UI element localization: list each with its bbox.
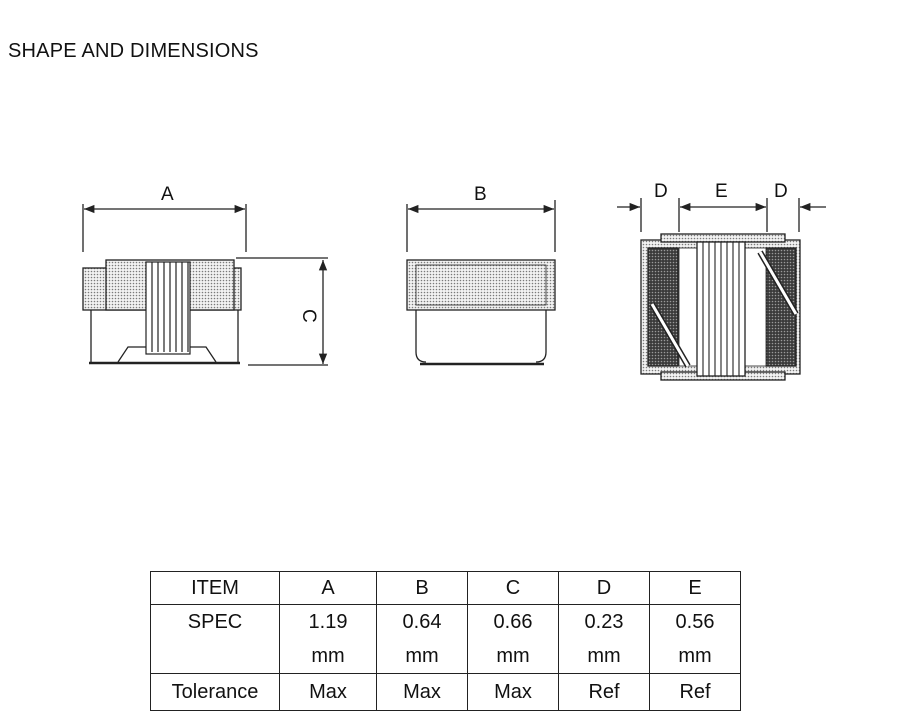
label-a: A: [161, 184, 174, 205]
row-label: Tolerance: [150, 673, 280, 711]
spec-cell: 1.19 mm: [279, 604, 377, 674]
label-b: B: [474, 184, 487, 205]
label-d-right: D: [774, 181, 788, 202]
label-e: E: [715, 181, 728, 202]
spec-value: 0.56: [675, 611, 715, 633]
spec-unit: mm: [311, 645, 345, 667]
row-label: SPEC: [150, 604, 280, 674]
table-header-row: ITEM A B C D E: [150, 571, 741, 605]
spec-value: 1.19: [308, 611, 348, 633]
spec-value: 0.64: [402, 611, 442, 633]
table-row-tolerance: Tolerance Max Max Max Ref Ref: [150, 673, 741, 711]
header-cell: A: [279, 571, 377, 605]
dimensions-table: ITEM A B C D E SPEC 1.19 mm 0.64 mm 0.66 mm…: [150, 571, 741, 711]
header-cell: E: [649, 571, 741, 605]
side-view: [406, 200, 556, 366]
header-cell: ITEM: [150, 571, 280, 605]
page-title: SHAPE AND DIMENSIONS: [8, 40, 259, 62]
spec-unit: mm: [405, 645, 439, 667]
spec-value: 0.66: [493, 611, 533, 633]
spec-cell: 0.56 mm: [649, 604, 741, 674]
tolerance-cell: Max: [279, 673, 377, 711]
tolerance-cell: Max: [376, 673, 468, 711]
tolerance-cell: Ref: [649, 673, 741, 711]
spec-cell: 0.23 mm: [558, 604, 650, 674]
spec-unit: mm: [678, 645, 712, 667]
header-cell: B: [376, 571, 468, 605]
label-d-left: D: [654, 181, 668, 202]
header-cell: C: [467, 571, 559, 605]
tolerance-cell: Ref: [558, 673, 650, 711]
front-view: [82, 204, 328, 366]
label-c: C: [298, 309, 319, 323]
header-cell: D: [558, 571, 650, 605]
spec-unit: mm: [587, 645, 621, 667]
spec-cell: 0.66 mm: [467, 604, 559, 674]
spec-cell: 0.64 mm: [376, 604, 468, 674]
dimension-drawings: A C B: [82, 181, 826, 381]
table-row-spec: SPEC 1.19 mm 0.64 mm 0.66 mm 0.23 mm 0.56 mm: [150, 604, 741, 674]
spec-label: SPEC: [187, 611, 243, 633]
spec-unit: mm: [496, 645, 530, 667]
tolerance-cell: Max: [467, 673, 559, 711]
bottom-view: [617, 198, 826, 381]
spec-value: 0.23: [584, 611, 624, 633]
